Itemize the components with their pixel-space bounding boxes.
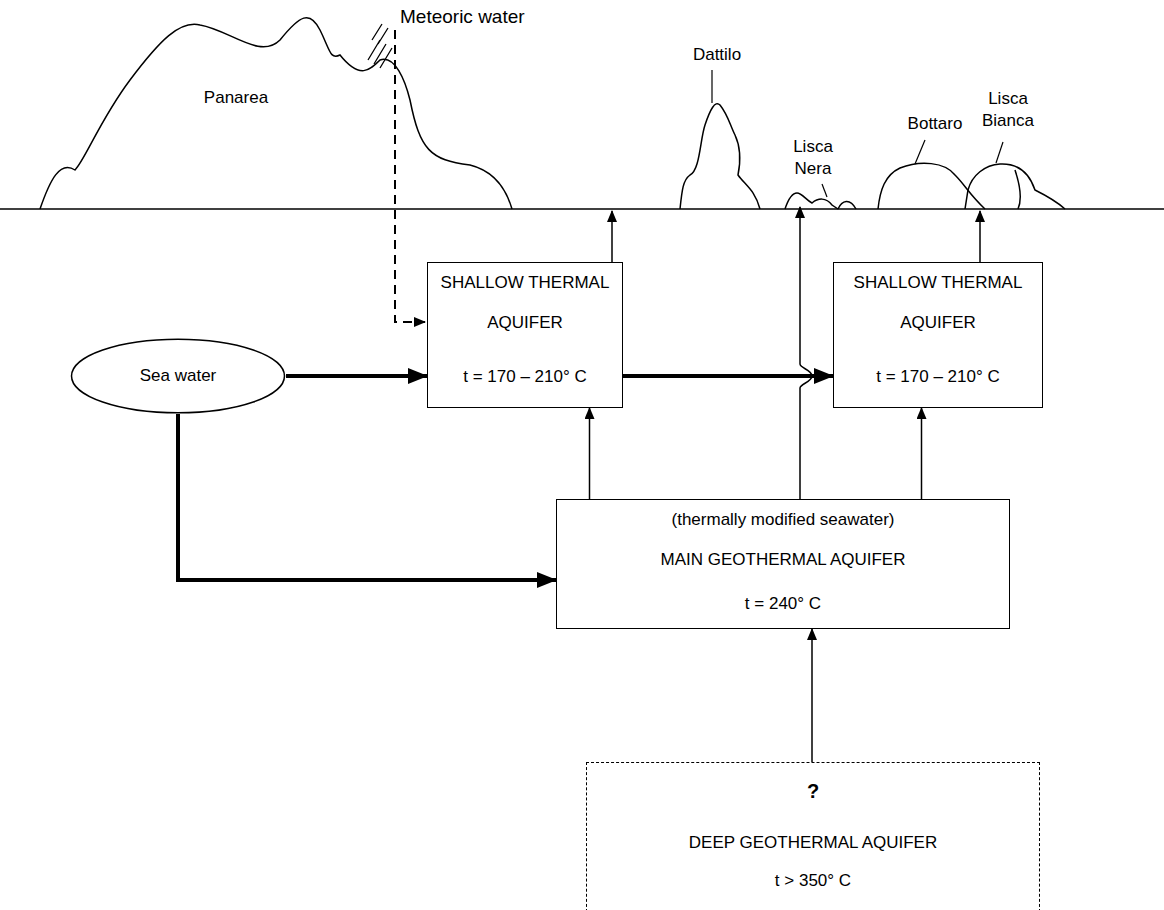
fluid-flow-arrow — [921, 408, 923, 499]
islet-name: Lisca Nera — [786, 136, 840, 180]
seawater-flow-arrow — [286, 374, 427, 378]
flow-label: Meteoric water — [400, 6, 600, 28]
aquifer-box: SHALLOW THERMAL AQUIFER t = 170 – 210° C — [427, 262, 623, 408]
box-text: MAIN GEOTHERMAL AQUIFER — [661, 540, 906, 580]
islet-name: Dattilo — [672, 44, 762, 66]
box-text: DEEP GEOTHERMAL AQUIFER — [689, 823, 937, 863]
aquifer-box: (thermally modified seawater)MAIN GEOTHE… — [556, 499, 1010, 629]
seawater-flow-arrow — [623, 374, 833, 378]
fluid-flow-arrow — [589, 408, 591, 499]
leader-line — [822, 184, 827, 197]
islet-outline — [785, 193, 856, 209]
islet-outline — [680, 104, 760, 209]
rain-hatch — [368, 24, 392, 68]
box-heading: SHALLOW THERMAL AQUIFER — [438, 263, 612, 343]
leader-line — [711, 70, 712, 103]
box-heading: SHALLOW THERMAL AQUIFER — [844, 263, 1032, 343]
box-text: t > 350° C — [775, 863, 851, 899]
fluid-flow-arrow — [811, 629, 813, 762]
box-text: t = 240° C — [745, 584, 821, 624]
ellipse-shape — [72, 339, 285, 413]
upflow-arrow — [611, 211, 613, 262]
islet-name: Bottaro — [892, 113, 978, 135]
box-heading: (thermally modified seawater) — [672, 500, 895, 540]
island-outline — [40, 18, 512, 209]
upflow-arrow — [800, 207, 812, 499]
upflow-arrow — [979, 211, 981, 262]
box-heading: ? — [807, 771, 819, 811]
box-text: t = 170 – 210° C — [463, 357, 587, 397]
sea-water-ellipse: Sea water — [70, 338, 286, 414]
island-name: Panarea — [186, 87, 286, 109]
islet-outline — [965, 164, 1065, 209]
sea-level-line — [0, 208, 1164, 210]
seawater-flow-arrow — [178, 414, 556, 580]
islet-name: Lisca Bianca — [972, 88, 1044, 132]
aquifer-box: ? DEEP GEOTHERMAL AQUIFERt > 350° C — [586, 762, 1040, 910]
box-text: Sea water — [140, 365, 217, 387]
aquifer-box: SHALLOW THERMAL AQUIFER t = 170 – 210° C — [833, 262, 1043, 408]
leader-line — [996, 142, 1003, 163]
meteoric-flow-arrow — [395, 30, 425, 322]
leader-line — [915, 140, 925, 164]
box-text: t = 170 – 210° C — [876, 357, 1000, 397]
